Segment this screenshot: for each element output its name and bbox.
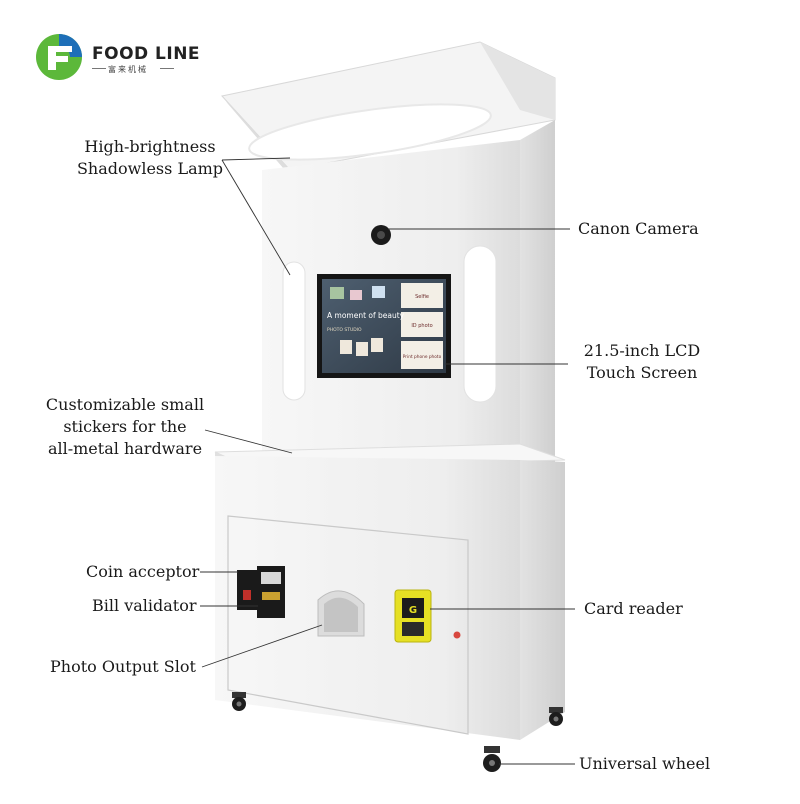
wheel-icon [232,692,246,711]
brand-logo-icon [36,34,82,80]
screen-menu-id-photo: ID photo [411,323,432,329]
label-photo-output-slot: Photo Output Slot [50,657,196,676]
lower-cabinet: G [215,456,565,740]
svg-text:G: G [409,605,417,616]
brand-divider-right [160,68,174,69]
label-lamp: High-brightness Shadowless Lamp [70,136,230,180]
label-universal-wheel: Universal wheel [579,754,711,773]
label-stickers-line2: stickers for the [63,417,187,436]
label-screen: 21.5-inch LCD Touch Screen [572,340,712,384]
label-stickers-line3: all-metal hardware [47,439,203,458]
brand-divider-left [92,68,106,69]
screen-menu-print: Print phone photo [403,354,442,360]
universal-wheels [232,692,563,772]
label-camera: Canon Camera [578,219,699,238]
screen-headline: A moment of beauty [327,311,405,320]
label-screen-line1: 21.5-inch LCD [583,341,701,360]
label-lamp-line2: Shadowless Lamp [76,159,224,178]
label-screen-line2: Touch Screen [586,363,698,382]
indicator-light [453,631,461,639]
brand-subtitle: 富来机械 [108,65,148,74]
label-coin-acceptor: Coin acceptor [86,562,200,581]
right-side-lamp [463,245,497,403]
shadowless-lamp [248,103,492,161]
left-side-lamp [282,261,306,401]
wheel-icon [483,746,501,772]
screen-photo-label: PHOTO STUDIO [327,327,362,333]
touch-screen: A moment of beauty PHOTO STUDIO Selfie I… [317,274,451,378]
cabinet-door [227,515,469,735]
label-lamp-line1: High-brightness [84,137,216,156]
screen-menu-selfie: Selfie [415,294,429,300]
wheel-icon [549,707,563,726]
lamp-hood [221,41,556,176]
label-bill-validator: Bill validator [92,596,197,615]
label-stickers: Customizable small stickers for the all-… [35,394,215,460]
label-card-reader: Card reader [584,599,683,618]
callout-lines [200,157,575,765]
brand-name: FOOD LINE [92,44,201,64]
label-stickers-line1: Customizable small [45,395,205,414]
